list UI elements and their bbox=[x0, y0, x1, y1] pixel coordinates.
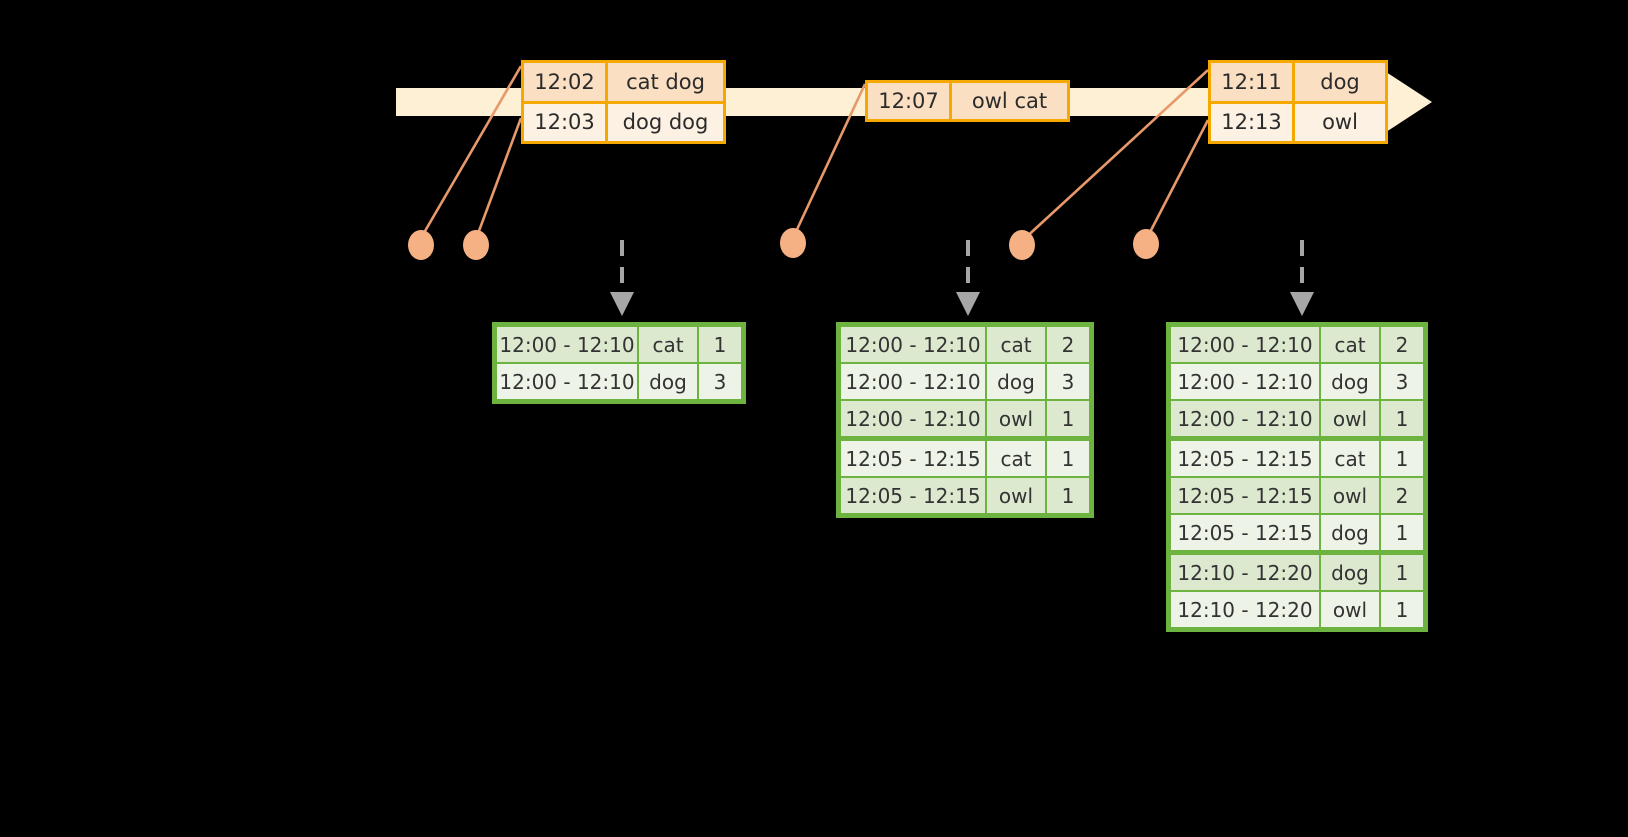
cell-window: 12:10 - 12:20 bbox=[1171, 555, 1319, 590]
cell-word: dog bbox=[1321, 555, 1379, 590]
cell-word: dog bbox=[639, 364, 697, 399]
table-row: 12:00 - 12:10 dog 3 bbox=[1171, 364, 1423, 399]
cell-window: 12:00 - 12:10 bbox=[1171, 327, 1319, 362]
table-row: 12:05 - 12:15 cat 1 bbox=[1171, 441, 1423, 476]
emit-arrow-2 bbox=[956, 240, 980, 316]
cell-count: 3 bbox=[1381, 364, 1423, 399]
event-box-1: 12:02 cat dog 12:03 dog dog bbox=[521, 60, 726, 144]
cell-word: owl bbox=[1321, 478, 1379, 513]
event-time: 12:07 bbox=[868, 83, 952, 119]
cell-word: cat bbox=[1321, 441, 1379, 476]
table-row: 12:00 - 12:10 cat 1 bbox=[497, 327, 741, 362]
cell-count: 2 bbox=[1381, 327, 1423, 362]
cell-window: 12:10 - 12:20 bbox=[1171, 592, 1319, 627]
cell-window: 12:00 - 12:10 bbox=[1171, 364, 1319, 399]
event-row: 12:07 owl cat bbox=[868, 83, 1067, 119]
table-row: 12:05 - 12:15 cat 1 bbox=[841, 441, 1089, 476]
cell-window: 12:00 - 12:10 bbox=[497, 327, 637, 362]
emit-arrow-3 bbox=[1290, 240, 1314, 316]
table-row: 12:00 - 12:10 cat 2 bbox=[1171, 327, 1423, 362]
cell-count: 1 bbox=[1047, 401, 1089, 436]
result-table-3: 12:00 - 12:10 cat 2 12:00 - 12:10 dog 3 … bbox=[1166, 322, 1428, 632]
cell-window: 12:00 - 12:10 bbox=[841, 364, 985, 399]
cell-count: 1 bbox=[1381, 515, 1423, 550]
event-row: 12:03 dog dog bbox=[524, 100, 723, 141]
cell-word: dog bbox=[1321, 515, 1379, 550]
event-words: owl cat bbox=[971, 89, 1048, 113]
cell-word: dog bbox=[1321, 364, 1379, 399]
cell-window: 12:00 - 12:10 bbox=[497, 364, 637, 399]
result-table-1: 12:00 - 12:10 cat 1 12:00 - 12:10 dog 3 bbox=[492, 322, 746, 404]
event-words: cat dog bbox=[626, 69, 705, 94]
event-dots bbox=[408, 228, 1159, 260]
event-box-3: 12:11 dog 12:13 owl bbox=[1208, 60, 1388, 144]
emit-arrows bbox=[610, 240, 1314, 316]
cell-word: owl bbox=[1321, 401, 1379, 436]
cell-word: owl bbox=[987, 401, 1045, 436]
table-row: 12:10 - 12:20 dog 1 bbox=[1171, 555, 1423, 590]
cell-word: dog bbox=[987, 364, 1045, 399]
cell-window: 12:05 - 12:15 bbox=[841, 478, 985, 513]
cell-count: 1 bbox=[1381, 401, 1423, 436]
cell-word: owl bbox=[987, 478, 1045, 513]
table-row: 12:05 - 12:15 dog 1 bbox=[1171, 515, 1423, 550]
event-row: 12:11 dog bbox=[1211, 63, 1385, 101]
table-row: 12:00 - 12:10 dog 3 bbox=[841, 364, 1089, 399]
table-row: 12:00 - 12:10 cat 2 bbox=[841, 327, 1089, 362]
event-time: 12:02 bbox=[524, 63, 608, 101]
event-row: 12:02 cat dog bbox=[524, 63, 723, 101]
cell-count: 1 bbox=[1047, 441, 1089, 476]
event-words: dog dog bbox=[622, 110, 709, 135]
table-row: 12:05 - 12:15 owl 1 bbox=[841, 478, 1089, 513]
cell-count: 1 bbox=[1381, 555, 1423, 590]
cell-window: 12:05 - 12:15 bbox=[841, 441, 985, 476]
cell-count: 1 bbox=[699, 327, 741, 362]
event-time: 12:11 bbox=[1211, 63, 1295, 101]
event-time: 12:03 bbox=[524, 103, 608, 141]
cell-window: 12:00 - 12:10 bbox=[1171, 401, 1319, 436]
table-row: 12:00 - 12:10 owl 1 bbox=[841, 401, 1089, 436]
cell-window: 12:05 - 12:15 bbox=[1171, 478, 1319, 513]
cell-count: 1 bbox=[1381, 592, 1423, 627]
table-row: 12:00 - 12:10 dog 3 bbox=[497, 364, 741, 399]
cell-count: 2 bbox=[1047, 327, 1089, 362]
cell-word: owl bbox=[1321, 592, 1379, 627]
dot-1 bbox=[408, 230, 434, 260]
cell-count: 2 bbox=[1381, 478, 1423, 513]
event-words: owl bbox=[1322, 110, 1358, 135]
cell-word: cat bbox=[987, 327, 1045, 362]
event-row: 12:13 owl bbox=[1211, 100, 1385, 141]
table-row: 12:00 - 12:10 owl 1 bbox=[1171, 401, 1423, 436]
event-words: dog bbox=[1320, 69, 1360, 94]
dot-3 bbox=[780, 228, 806, 258]
table-row: 12:10 - 12:20 owl 1 bbox=[1171, 592, 1423, 627]
cell-word: cat bbox=[1321, 327, 1379, 362]
cell-window: 12:00 - 12:10 bbox=[841, 327, 985, 362]
cell-word: cat bbox=[639, 327, 697, 362]
dot-2 bbox=[463, 230, 489, 260]
cell-count: 1 bbox=[1381, 441, 1423, 476]
table-row: 12:05 - 12:15 owl 2 bbox=[1171, 478, 1423, 513]
cell-window: 12:05 - 12:15 bbox=[1171, 515, 1319, 550]
dot-5 bbox=[1133, 229, 1159, 259]
dot-4 bbox=[1009, 230, 1035, 260]
cell-word: cat bbox=[987, 441, 1045, 476]
cell-window: 12:00 - 12:10 bbox=[841, 401, 985, 436]
cell-count: 3 bbox=[1047, 364, 1089, 399]
cell-window: 12:05 - 12:15 bbox=[1171, 441, 1319, 476]
result-table-2: 12:00 - 12:10 cat 2 12:00 - 12:10 dog 3 … bbox=[836, 322, 1094, 518]
event-time: 12:13 bbox=[1211, 103, 1295, 141]
cell-count: 1 bbox=[1047, 478, 1089, 513]
emit-arrow-1 bbox=[610, 240, 634, 316]
cell-count: 3 bbox=[699, 364, 741, 399]
event-box-2: 12:07 owl cat bbox=[865, 80, 1070, 122]
